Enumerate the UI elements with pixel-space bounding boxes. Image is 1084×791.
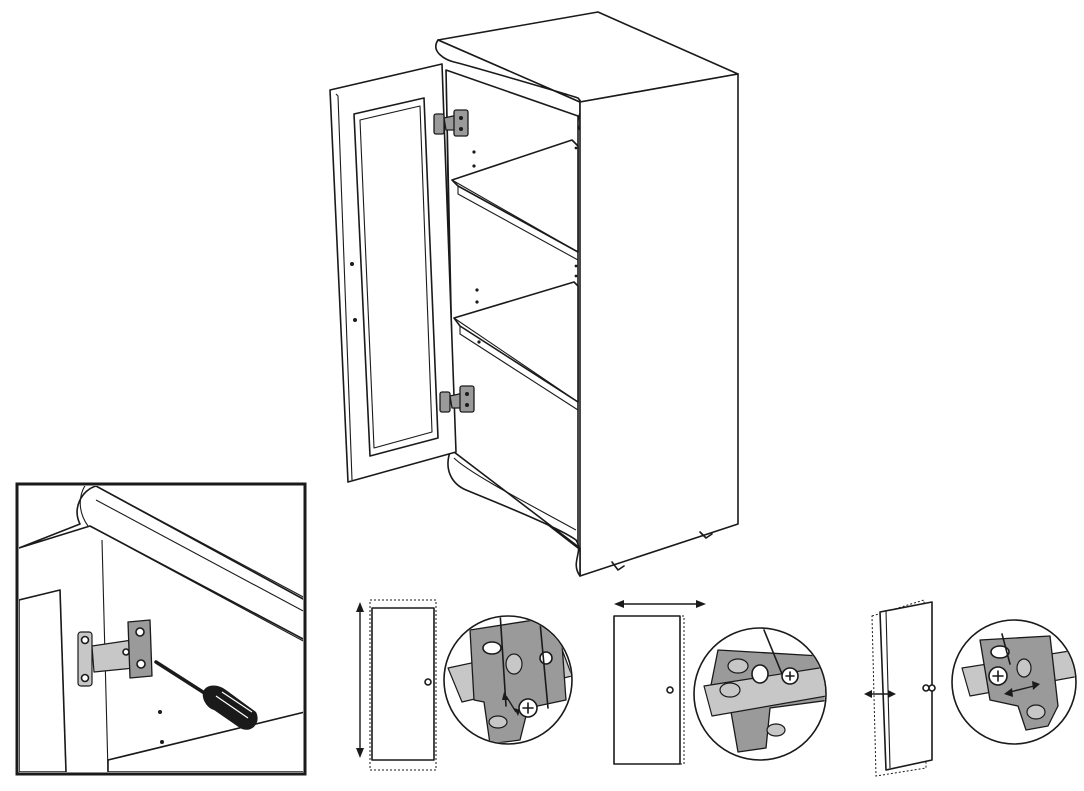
screwdriver-icon [154,660,258,730]
cabinet-right-side [579,73,739,577]
shelf-pin-holes [472,146,578,344]
adjustment-horizontal [613,600,827,765]
hinge-icon [703,629,825,753]
adjustment-depth [864,599,1077,777]
hinge-icon [433,109,469,137]
adjustment-vertical [356,599,573,771]
base-molding [447,451,581,577]
hinge-icon [961,633,1075,731]
arrow-icon [356,602,364,758]
shelves [451,139,579,411]
hinge-icon [77,619,153,687]
shelf-top [451,139,579,253]
door-glass-frame [353,97,439,457]
cabinet [329,11,739,577]
hinge-icon [439,385,475,413]
shelf-middle [453,281,579,403]
arrow-icon [614,600,706,608]
cabinet-door [329,63,457,483]
arrow-icon [864,690,896,698]
inset-detail [15,482,307,776]
